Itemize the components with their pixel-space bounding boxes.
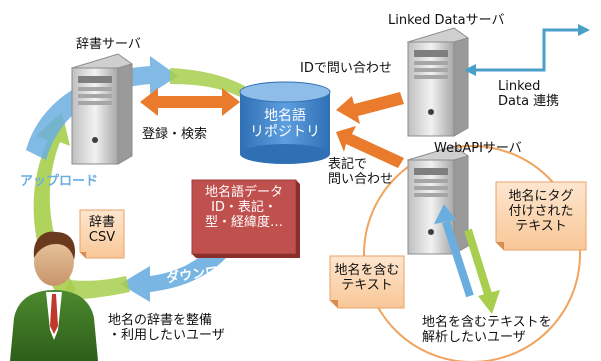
user-analyze-line2: 解析したいユーザ xyxy=(422,329,526,345)
text-with-names-line2: テキスト xyxy=(341,277,393,293)
dict-csv-line2: CSV xyxy=(88,229,116,245)
repository-label: 地名語 リポジトリ xyxy=(240,108,330,140)
dict-csv-label: 辞書 CSV xyxy=(80,215,124,246)
placename-data-line3: 型・経緯度… xyxy=(204,214,283,230)
user-person-icon xyxy=(10,231,98,361)
user-dict-line1: 地名の辞書を整備 xyxy=(108,313,213,328)
webapi-usage-circle xyxy=(363,145,581,361)
placename-data-line1: 地名語データ xyxy=(204,185,283,200)
dict-csv-note xyxy=(79,209,125,259)
tagged-text-line3: テキスト xyxy=(515,218,567,234)
cycle-green-arc-bottom xyxy=(60,276,130,300)
register-search-arrow xyxy=(140,88,240,116)
placename-data-line2: ID・表記・ xyxy=(211,199,277,215)
dict-csv-line1: 辞書 xyxy=(88,215,115,230)
dict-server-label: 辞書サーバ xyxy=(76,37,141,52)
upload-label: アップロード xyxy=(20,174,99,189)
repository-label-line1: 地名語 xyxy=(264,108,306,124)
linked-data-server-icon xyxy=(406,27,470,137)
notation-query-arrow xyxy=(336,126,404,168)
linked-data-link-label: Linked Data 連携 xyxy=(498,79,560,110)
webapi-server-icon xyxy=(406,145,470,255)
repository-database-icon xyxy=(239,81,331,164)
text-with-names-line1: 地名を含む xyxy=(334,263,400,278)
placename-data-card xyxy=(191,179,300,258)
linked-data-server-label: Linked Dataサーバ xyxy=(388,13,505,28)
register-search-label: 登録・検索 xyxy=(142,127,208,142)
cycle-green-arc-top xyxy=(170,68,272,118)
notation-query-line1: 表記で xyxy=(328,157,368,172)
cycle-blue-arc-top xyxy=(26,56,178,160)
linked-data-connection-arrow xyxy=(464,24,590,76)
tagged-text-note xyxy=(495,181,587,251)
linked-data-link-line2: Data 連携 xyxy=(498,93,560,109)
tagged-text-label: 地名にタグ 付けされた テキスト xyxy=(496,189,586,235)
webapi-response-arrow xyxy=(464,228,500,314)
notation-query-line2: 問い合わせ xyxy=(328,171,394,187)
text-with-names-note xyxy=(329,255,405,309)
notation-query-label: 表記で 問い合わせ xyxy=(328,157,394,188)
user-dict-label: 地名の辞書を整備 ・利用したいユーザ xyxy=(108,313,225,344)
text-with-names-label: 地名を含む テキスト xyxy=(330,263,404,294)
placename-data-label: 地名語データ ID・表記・ 型・経緯度… xyxy=(192,185,296,231)
tagged-text-line1: 地名にタグ xyxy=(508,189,574,204)
user-analyze-label: 地名を含むテキストを 解析したいユーザ xyxy=(422,315,552,346)
user-analyze-line1: 地名を含むテキストを xyxy=(422,315,552,330)
user-dict-line2: ・利用したいユーザ xyxy=(108,327,225,343)
tagged-text-line2: 付けされた xyxy=(508,203,574,219)
webapi-request-arrow xyxy=(434,204,474,298)
cycle-blue-arc-bottom xyxy=(120,200,250,302)
repository-label-line2: リポジトリ xyxy=(250,124,320,141)
id-query-arrow xyxy=(336,92,404,124)
linked-data-link-line1: Linked xyxy=(498,79,541,94)
id-query-label: IDで問い合わせ xyxy=(300,61,392,76)
dict-server-icon xyxy=(70,53,134,165)
webapi-server-label: WebAPIサーバ xyxy=(434,141,522,156)
